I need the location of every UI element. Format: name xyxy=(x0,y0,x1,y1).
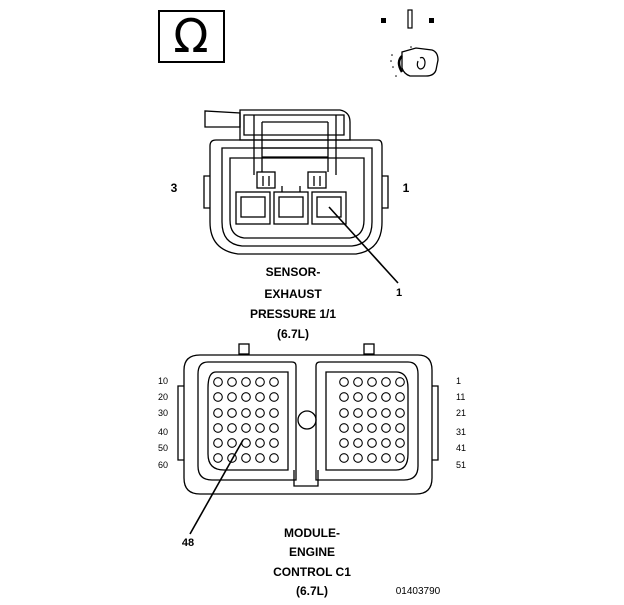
row-label: 40 xyxy=(158,427,168,437)
connector-pin xyxy=(241,438,251,448)
connector-pin xyxy=(269,453,279,463)
connector-pin xyxy=(339,423,349,433)
title-line: ENGINE xyxy=(289,545,335,559)
title-line: (6.7L) xyxy=(296,584,328,598)
ecm-pin-grid-left xyxy=(213,377,279,463)
title-line: EXHAUST xyxy=(264,287,322,301)
connector-pin xyxy=(255,392,265,402)
connector-pin xyxy=(339,392,349,402)
figure-number: 01403790 xyxy=(396,586,441,597)
connector-pin xyxy=(227,392,237,402)
row-label: 41 xyxy=(456,443,466,453)
connector-pin xyxy=(395,377,405,387)
title-line: CONTROL C1 xyxy=(273,565,351,579)
connector-pin xyxy=(269,392,279,402)
connector-pin xyxy=(381,408,391,418)
connector-pin xyxy=(269,408,279,418)
callout-pin-48: 48 xyxy=(182,537,194,549)
row-label: 11 xyxy=(456,392,465,402)
ecm-connector-drawing xyxy=(177,343,439,535)
connector-pin xyxy=(255,377,265,387)
connector-pin xyxy=(339,408,349,418)
connector-pin xyxy=(367,377,377,387)
connector-pin xyxy=(227,423,237,433)
connector-pin xyxy=(213,423,223,433)
cavity-label-1: 1 xyxy=(403,181,410,195)
row-label: 30 xyxy=(158,408,168,418)
title-line: SENSOR- xyxy=(266,265,321,279)
connector-pin xyxy=(255,423,265,433)
connector-pin xyxy=(353,423,363,433)
connector-pin xyxy=(339,453,349,463)
connector-pin xyxy=(381,423,391,433)
connector-pin xyxy=(353,392,363,402)
connector-pin xyxy=(353,377,363,387)
connector-pin xyxy=(227,377,237,387)
connector-pin xyxy=(395,438,405,448)
connector-pin xyxy=(227,408,237,418)
row-label: 31 xyxy=(456,427,466,437)
connector-pin xyxy=(241,377,251,387)
connector-pin xyxy=(395,392,405,402)
connector-pin xyxy=(395,408,405,418)
connector-pin xyxy=(269,423,279,433)
row-label: 1 xyxy=(456,376,461,386)
sensor-connector-title: SENSOR- EXHAUST PRESSURE 1/1 (6.7L) xyxy=(250,265,336,341)
connector-pin xyxy=(339,438,349,448)
sensor-connector-drawing xyxy=(203,109,399,284)
connector-pin xyxy=(367,438,377,448)
connector-pin xyxy=(213,438,223,448)
connector-pin xyxy=(395,423,405,433)
row-label: 50 xyxy=(158,443,168,453)
connector-pin xyxy=(381,377,391,387)
connector-pin xyxy=(367,423,377,433)
title-line: (6.7L) xyxy=(277,327,309,341)
connector-pin xyxy=(241,408,251,418)
connector-pin xyxy=(367,392,377,402)
callout-pin-1: 1 xyxy=(396,287,402,299)
connector-pin xyxy=(213,453,223,463)
title-line: PRESSURE 1/1 xyxy=(250,307,336,321)
connector-pin xyxy=(353,438,363,448)
connector-pin xyxy=(381,392,391,402)
connector-pin xyxy=(255,408,265,418)
connector-pin xyxy=(381,453,391,463)
connector-pin xyxy=(353,408,363,418)
row-label: 51 xyxy=(456,460,466,470)
ecm-row-labels-right: 1 11 21 31 41 51 xyxy=(456,376,466,470)
ecm-connector-title: MODULE- ENGINE CONTROL C1 (6.7L) xyxy=(273,526,351,598)
connector-pin xyxy=(213,408,223,418)
connector-pin xyxy=(255,453,265,463)
connector-pin xyxy=(255,438,265,448)
connector-pin xyxy=(227,453,237,463)
ohm-meter-icon: Ω xyxy=(158,9,225,63)
connector-pin xyxy=(241,423,251,433)
connector-pin xyxy=(381,438,391,448)
row-label: 10 xyxy=(158,376,168,386)
connector-pin xyxy=(213,392,223,402)
title-line: MODULE- xyxy=(284,526,340,540)
row-label: 60 xyxy=(158,460,168,470)
connector-pin xyxy=(395,453,405,463)
connector-pin xyxy=(241,453,251,463)
connector-pin xyxy=(339,377,349,387)
row-label: 21 xyxy=(456,408,466,418)
connector-pin xyxy=(269,438,279,448)
back-probe-connector-icon xyxy=(381,9,439,77)
connector-pin xyxy=(241,392,251,402)
ecm-row-labels-left: 10 20 30 40 50 60 xyxy=(158,376,168,470)
connector-pin xyxy=(227,438,237,448)
ecm-pin-grid-right xyxy=(339,377,405,463)
connector-pin xyxy=(353,453,363,463)
connector-pin xyxy=(367,453,377,463)
cavity-label-3: 3 xyxy=(171,181,178,195)
connector-pin xyxy=(269,377,279,387)
row-label: 20 xyxy=(158,392,168,402)
connector-pin xyxy=(213,377,223,387)
connector-pin xyxy=(367,408,377,418)
ohm-glyph: Ω xyxy=(173,9,208,63)
